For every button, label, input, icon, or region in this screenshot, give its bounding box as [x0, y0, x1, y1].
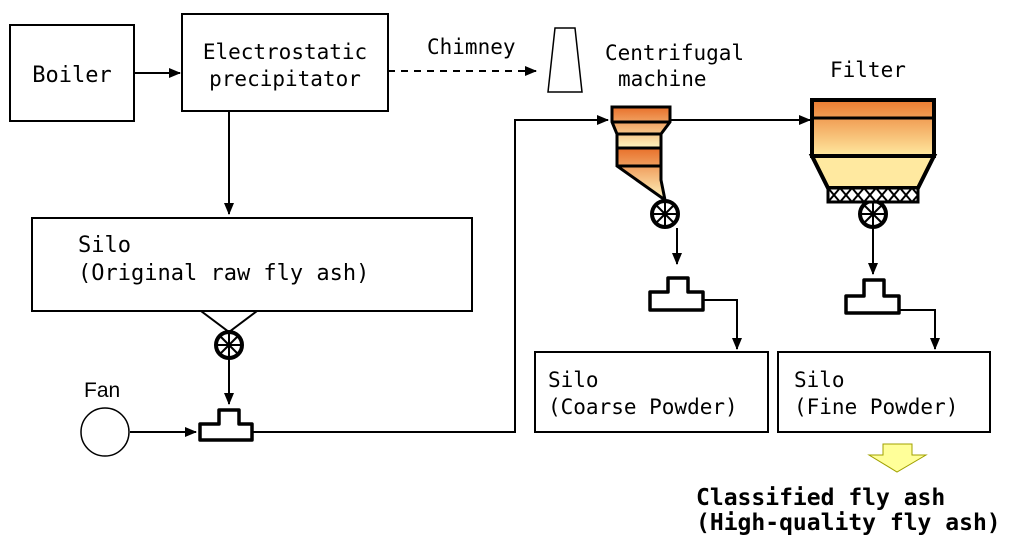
silo-raw-box: Silo (Original raw fly ash)	[31, 217, 473, 312]
flow-mixer-to-centrifugal	[252, 115, 609, 433]
chimney-label: Chimney	[427, 35, 516, 59]
centrifugal-label-line1: Centrifugal	[605, 41, 744, 65]
silo-raw-label-line2: (Original raw fly ash)	[78, 261, 369, 286]
output-arrow	[867, 443, 928, 473]
silo-fine-label-line2: (Fine Powder)	[794, 395, 958, 419]
silo-coarse-box: Silo (Coarse Powder)	[534, 351, 769, 433]
silo-raw-label-line1: Silo	[78, 233, 131, 258]
output-label-line1: Classified fly ash	[696, 485, 945, 511]
mixer-raw-icon	[198, 408, 254, 442]
silo-fine-label-line1: Silo	[794, 368, 845, 392]
flow-to-coarse-silo	[703, 299, 742, 350]
rotary-feeder-filter-icon	[858, 199, 888, 229]
centrifugal-label-line2: machine	[618, 67, 707, 91]
silo-fine-box: Silo (Fine Powder)	[777, 351, 991, 433]
silo-coarse-label-line2: (Coarse Powder)	[548, 395, 738, 419]
electrostatic-precipitator-box: Electrostatic precipitator	[181, 13, 389, 112]
filter-label: Filter	[830, 58, 906, 82]
boiler-label: Boiler	[32, 63, 111, 88]
centrifugal-machine-shape	[610, 105, 672, 204]
mixer-fine-icon	[844, 278, 901, 315]
precipitator-label-line2: precipitator	[209, 67, 361, 91]
rotary-feeder-centrifugal-icon	[650, 199, 680, 229]
filter-shape	[808, 98, 938, 204]
silo-coarse-label-line1: Silo	[548, 368, 599, 392]
fan-label: Fan	[84, 379, 120, 402]
raw-silo-hopper	[198, 310, 260, 334]
chimney-shape	[547, 27, 583, 93]
mixer-coarse-icon	[648, 276, 705, 312]
precipitator-label-line1: Electrostatic	[203, 40, 367, 64]
output-label-line2: (High-quality fly ash)	[696, 510, 1001, 536]
boiler-box: Boiler	[9, 24, 135, 122]
rotary-feeder-raw-icon	[214, 330, 244, 360]
flow-to-fine-silo	[899, 309, 940, 350]
fan-icon	[80, 407, 130, 457]
